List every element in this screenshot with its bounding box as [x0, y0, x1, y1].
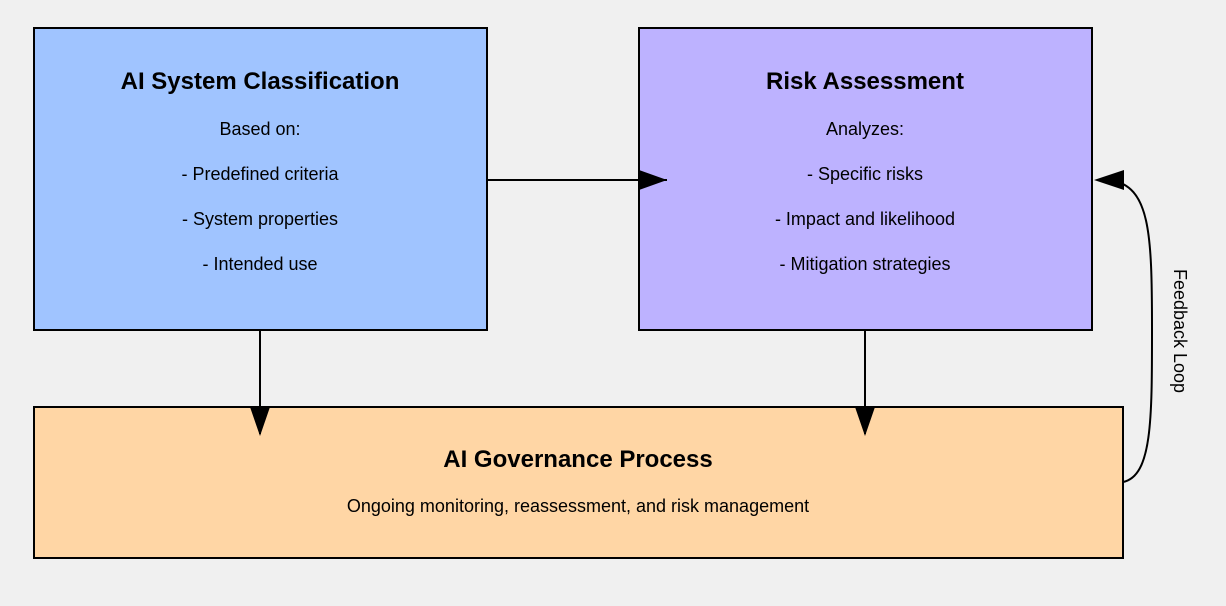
risk-line: - Specific risks	[807, 164, 923, 184]
risk-title: Risk Assessment	[766, 68, 964, 95]
risk-line: - Mitigation strategies	[779, 254, 950, 274]
node-governance: AI Governance Process Ongoing monitoring…	[33, 406, 1124, 559]
arrowhead-classification-to-risk	[639, 170, 667, 190]
classification-line: - System properties	[182, 209, 338, 229]
governance-box	[33, 406, 1124, 559]
governance-title: AI Governance Process	[443, 446, 712, 473]
node-classification: AI System Classification Based on: - Pre…	[33, 27, 488, 331]
feedback-loop-label: Feedback Loop	[1170, 269, 1190, 393]
classification-line: Based on:	[219, 119, 300, 139]
edges: Feedback Loop	[250, 170, 1190, 483]
governance-line: Ongoing monitoring, reassessment, and ri…	[347, 496, 809, 516]
classification-title: AI System Classification	[121, 68, 400, 95]
node-risk-assessment: Risk Assessment Analyzes: - Specific ris…	[638, 27, 1093, 331]
arrowhead-feedback-loop	[1094, 170, 1124, 190]
arrowhead-classification-to-governance	[250, 407, 270, 436]
edge-feedback-loop	[1109, 179, 1154, 483]
classification-line: - Intended use	[202, 254, 317, 274]
classification-line: - Predefined criteria	[181, 164, 339, 184]
arrowhead-risk-to-governance	[855, 407, 875, 436]
classification-box	[33, 27, 488, 331]
risk-line: Analyzes:	[826, 119, 904, 139]
risk-box	[638, 27, 1093, 331]
risk-line: - Impact and likelihood	[775, 209, 955, 229]
